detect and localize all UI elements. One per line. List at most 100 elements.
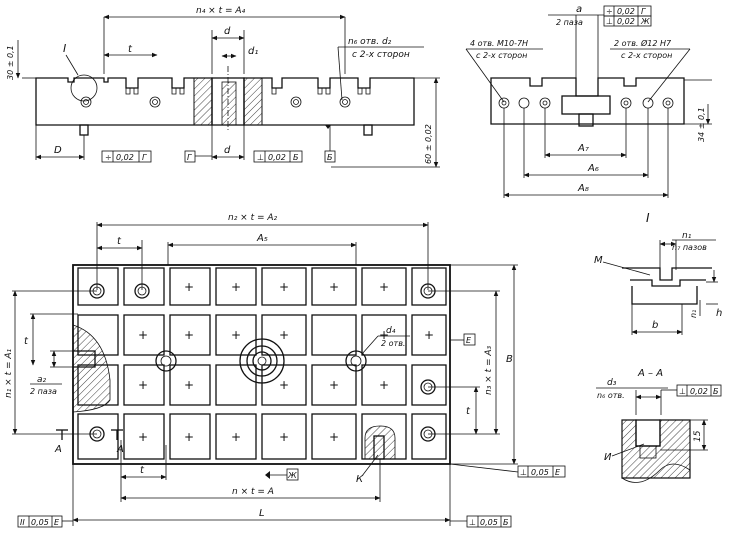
dim-t-right: t xyxy=(466,406,471,417)
dim-a2-small: a₂ xyxy=(37,375,47,385)
callout-i: I xyxy=(63,42,66,55)
section-aa: A – A d₃ n₆ отв. ⊥ 0,02 Б 15 И xyxy=(596,368,722,483)
svg-text:+: + xyxy=(138,430,148,444)
dim-a2: n₂ × t = A₂ xyxy=(228,213,278,223)
svg-text:+: + xyxy=(279,430,289,444)
dim-34: 34 ± 0,1 xyxy=(697,107,706,142)
dim-l: L xyxy=(259,508,265,519)
dim-t-top: t xyxy=(128,44,133,55)
svg-text:⊥: ⊥ xyxy=(257,153,264,162)
dim-d: d xyxy=(224,26,231,37)
top-view: n₄ × t = A₄ t d d₁ n₆ отв. d₂ с 2-х стор… xyxy=(6,6,440,168)
dim-d4-note: 2 отв. xyxy=(381,339,405,348)
svg-text:0,02: 0,02 xyxy=(690,387,708,396)
section-mark-a-left: A xyxy=(54,444,62,455)
dim-height: 30 ± 0,1 xyxy=(6,45,15,80)
dim-d1: d₁ xyxy=(248,46,258,57)
holes-left-note-2: с 2-х сторон xyxy=(476,51,527,60)
holes-note-2: с 2-х сторон xyxy=(352,50,410,60)
dim-a8: A₈ xyxy=(577,183,589,194)
detail-i-h: h xyxy=(716,308,722,319)
svg-text:+: + xyxy=(424,328,434,342)
dim-t-left: t xyxy=(24,336,29,347)
section-aa-15: 15 xyxy=(693,430,703,442)
svg-text:+: + xyxy=(329,430,339,444)
tolerance-frame-top-right: ⊥ 0,02 Б xyxy=(253,150,303,163)
svg-text:0,02: 0,02 xyxy=(116,153,134,162)
callout-k: К xyxy=(356,474,364,485)
tolerance-frame-side-2: ⊥ 0,02 Ж xyxy=(603,15,652,27)
dim-b: B xyxy=(506,354,513,365)
svg-text:⊥: ⊥ xyxy=(606,17,613,26)
section-aa-label-i: И xyxy=(604,452,612,463)
datum-b: Б xyxy=(327,153,333,162)
svg-text:+: + xyxy=(184,378,194,392)
svg-text:Б: Б xyxy=(713,387,719,396)
svg-text:+: + xyxy=(184,328,194,342)
dim-t-plan-top: t xyxy=(117,236,122,247)
svg-text:0,05: 0,05 xyxy=(480,518,498,527)
section-aa-title: A – A xyxy=(637,368,663,379)
dim-t-bottom: t xyxy=(140,465,145,476)
svg-text:+: + xyxy=(184,280,194,294)
svg-text:0,02: 0,02 xyxy=(617,17,635,26)
svg-text:II: II xyxy=(20,518,25,527)
slot-count: 2 паза xyxy=(556,18,583,27)
svg-text:+: + xyxy=(138,378,148,392)
detail-i: I n₁ n₇ пазов М h n₁ b xyxy=(594,211,722,335)
svg-text:+: + xyxy=(379,378,389,392)
svg-text:+: + xyxy=(231,280,241,294)
svg-text:+: + xyxy=(184,430,194,444)
svg-text:+: + xyxy=(379,328,389,342)
dim-a4: n₄ × t = A₄ xyxy=(196,6,246,16)
svg-text:0,05: 0,05 xyxy=(531,468,549,477)
dim-depth: 60 ± 0,02 xyxy=(424,124,433,164)
slot-label: a xyxy=(576,4,582,15)
svg-text:Б: Б xyxy=(503,518,509,527)
svg-text:⊥: ⊥ xyxy=(469,518,476,527)
svg-text:0,02: 0,02 xyxy=(268,153,286,162)
svg-text:0,02: 0,02 xyxy=(617,7,635,16)
svg-text:+: + xyxy=(279,328,289,342)
svg-text:÷: ÷ xyxy=(606,7,613,16)
dim-d-bottom: d xyxy=(224,145,231,156)
detail-i-n7: n₇ пазов xyxy=(672,243,707,252)
svg-text:Ж: Ж xyxy=(640,17,650,26)
dim-a1: n₁ × t = A₁ xyxy=(4,348,14,398)
dim-a7: A₇ xyxy=(577,143,589,154)
svg-text:+: + xyxy=(231,328,241,342)
holes-left-note-1: 4 отв. М10-7Н xyxy=(470,39,528,48)
side-view: a 2 паза ÷ 0,02 Г ⊥ 0,02 Ж 4 отв. М10-7Н… xyxy=(465,4,712,198)
svg-text:Б: Б xyxy=(293,153,299,162)
svg-text:+: + xyxy=(279,280,289,294)
svg-text:+: + xyxy=(329,280,339,294)
svg-text:Е: Е xyxy=(555,468,561,477)
detail-i-n1: n₁ xyxy=(682,231,692,241)
tolerance-frame-side-1: ÷ 0,02 Г xyxy=(603,5,652,17)
tolerance-frame-top-left: ÷ 0,02 Г xyxy=(101,150,152,163)
detail-i-b: b xyxy=(652,320,658,331)
dim-a3: n₃ × t = A₃ xyxy=(484,345,494,395)
holes-note-1: n₆ отв. d₂ xyxy=(348,37,392,47)
svg-text:0,05: 0,05 xyxy=(31,518,49,527)
tolerance-frame-plan-right: ⊥ 0,05 Е xyxy=(449,463,566,478)
tolerance-frame-footer-left: II 0,05 Е xyxy=(17,515,73,528)
svg-text:+: + xyxy=(138,328,148,342)
plan-view: n₂ × t = A₂ t A₅ xyxy=(4,213,566,528)
svg-text:+: + xyxy=(379,280,389,294)
dim-a6: A₆ xyxy=(587,163,599,174)
pad-centre-marks: + + + + + + + + + + + + + + + + + + + + … xyxy=(138,280,434,444)
dim-d-left: D xyxy=(54,145,62,156)
section-aa-d3: d₃ xyxy=(607,378,617,388)
svg-text:+: + xyxy=(329,378,339,392)
tolerance-frame-section: ⊥ 0,02 Б xyxy=(676,384,722,397)
svg-text:Е: Е xyxy=(54,518,60,527)
dim-d4: d₄ xyxy=(386,326,396,336)
svg-text:÷: ÷ xyxy=(105,153,112,162)
detail-i-m: М xyxy=(594,255,603,266)
holes-right-note-2: с 2-х сторон xyxy=(621,51,672,60)
datum-g: Г xyxy=(187,153,192,162)
section-aa-n6: n₆ отв. xyxy=(597,391,625,400)
svg-text:+: + xyxy=(279,378,289,392)
